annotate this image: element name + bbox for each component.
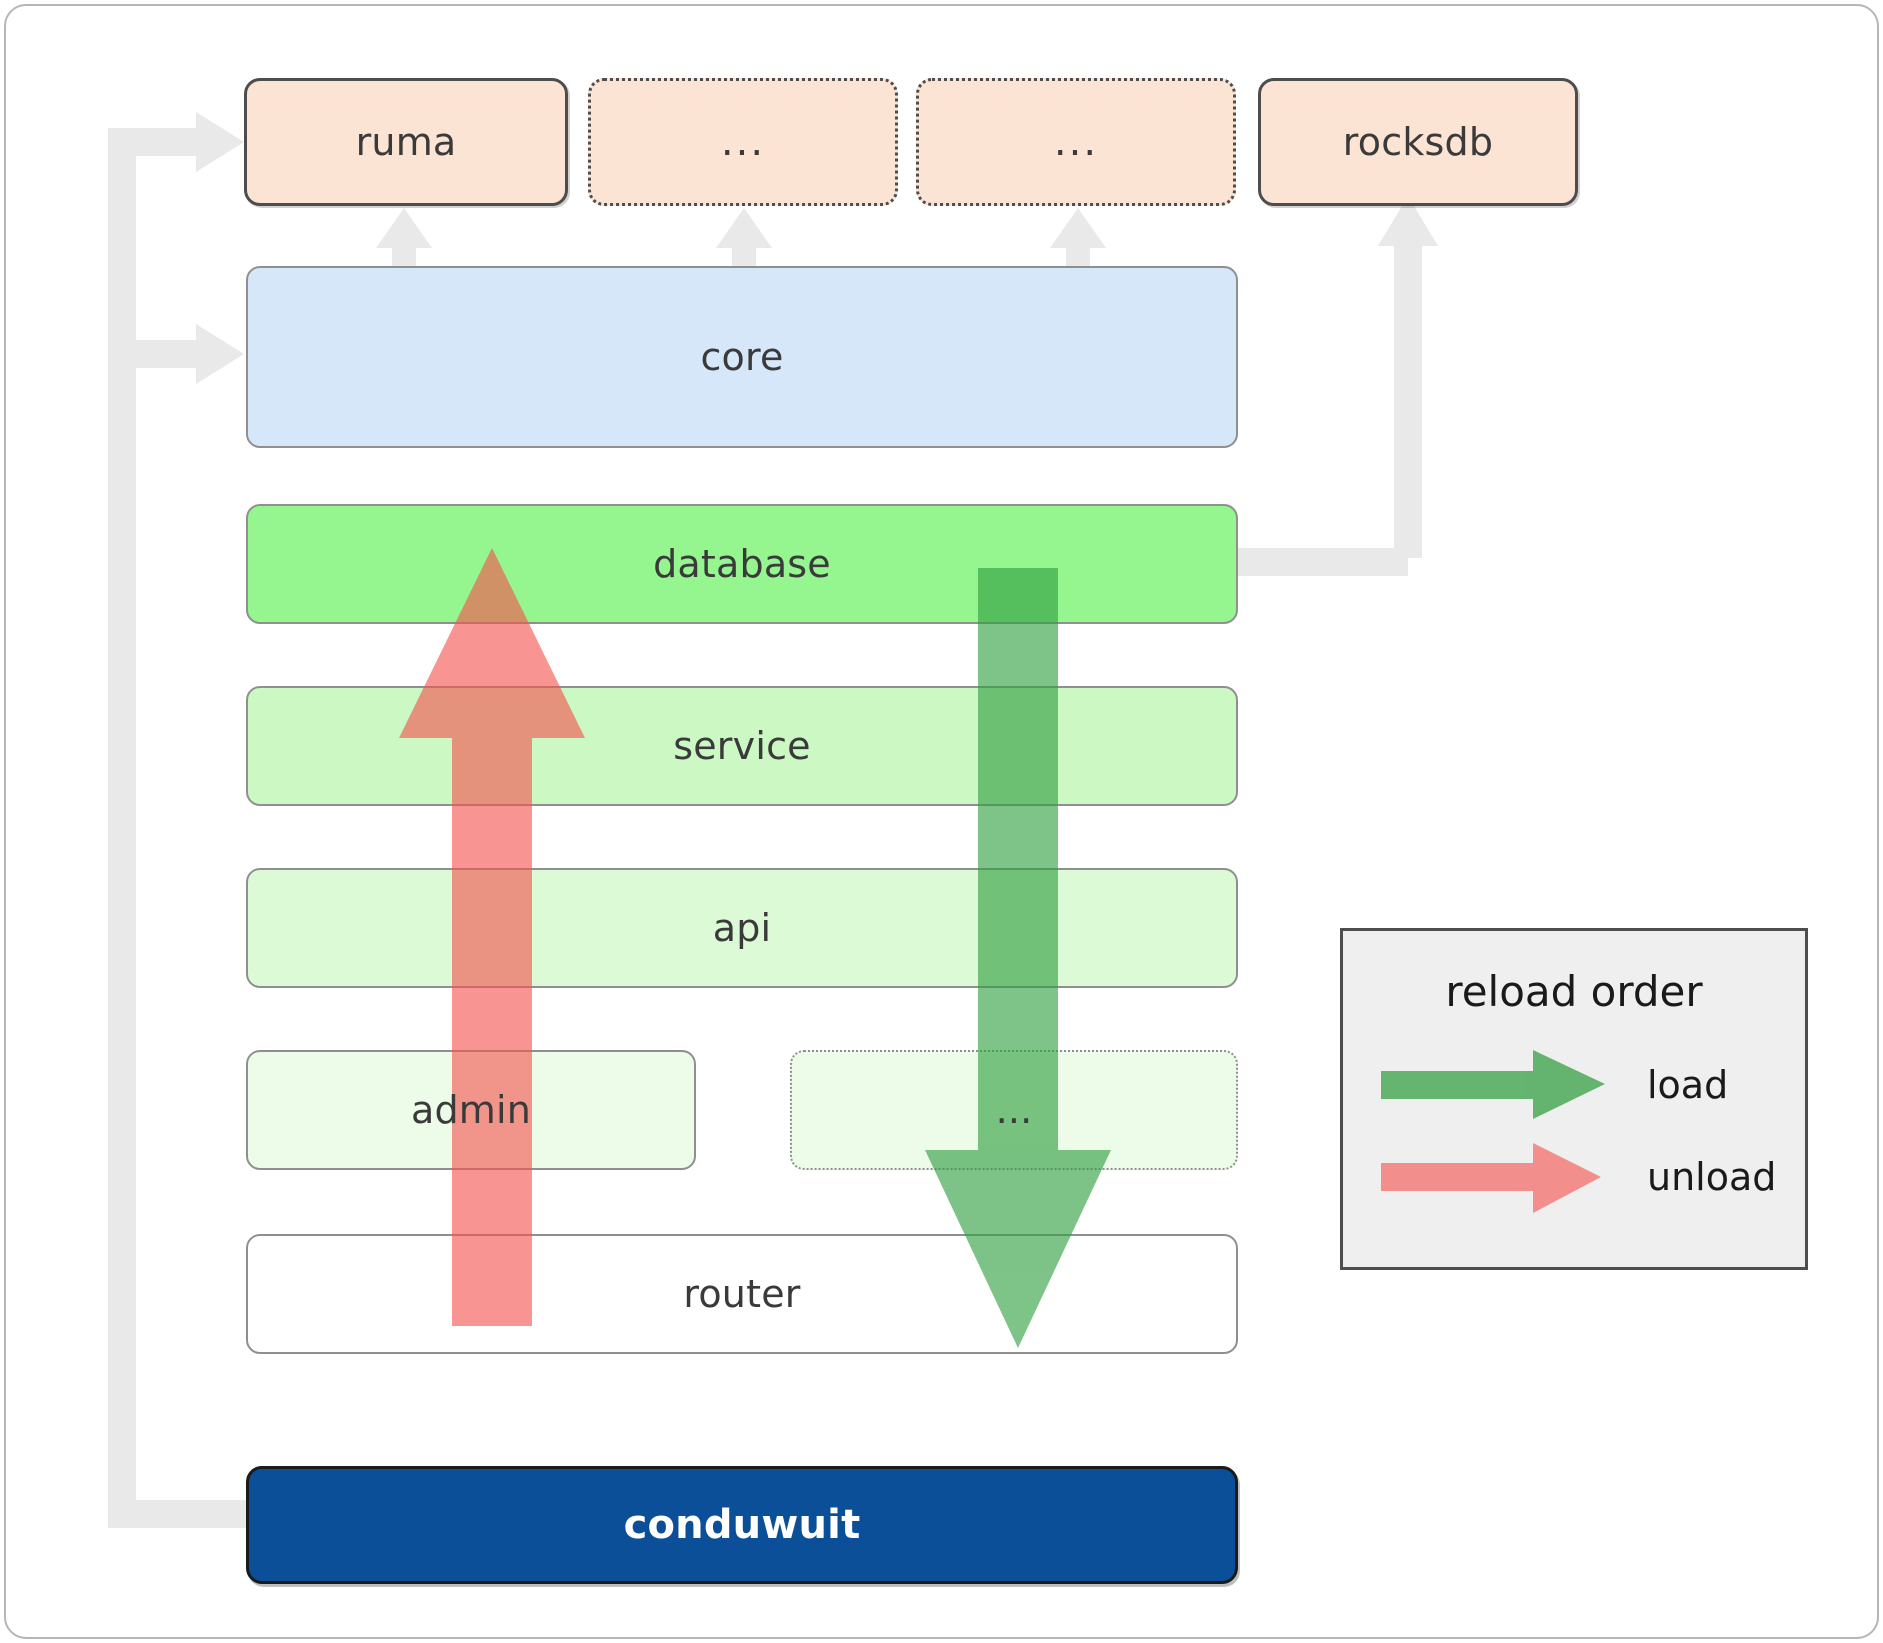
layer-box-router[interactable]: router [246, 1234, 1238, 1354]
legend-unload-arrow [1381, 1143, 1601, 1213]
connector-arrowhead-rocksdb [1378, 196, 1438, 246]
connector-arrowhead-core [196, 324, 244, 384]
root-label-conduwuit: conduwuit [623, 1502, 861, 1548]
connector-branch-core [108, 340, 200, 368]
core-to-dependency-arrows [376, 208, 1106, 278]
load-arrow-shaft [978, 568, 1058, 1228]
connector-arrowhead-ruma [196, 112, 244, 172]
root-box-conduwuit[interactable]: conduwuit [246, 1466, 1238, 1584]
legend-panel: reload order load unload [1340, 928, 1808, 1270]
legend-arrows [1381, 1050, 1605, 1213]
legend-title: reload order [1445, 967, 1703, 1016]
unload-arrow [399, 548, 585, 1326]
connector-branch-ruma [108, 128, 200, 156]
connector-rocksdb-vertical [1394, 218, 1422, 558]
unload-arrow-tip-notch [484, 630, 500, 646]
legend-label-load: load [1647, 1063, 1729, 1107]
connector-trunk-bottom [108, 1500, 248, 1528]
dependency-box-ruma[interactable]: ruma [244, 78, 568, 206]
legend-load-arrow [1381, 1050, 1605, 1119]
legend-label-unload: unload [1647, 1155, 1777, 1199]
unload-arrow-shaft [452, 640, 532, 1326]
load-arrow-tip-notch [1010, 1240, 1026, 1256]
layer-box-service[interactable]: service [246, 686, 1238, 806]
load-arrow [925, 568, 1111, 1348]
